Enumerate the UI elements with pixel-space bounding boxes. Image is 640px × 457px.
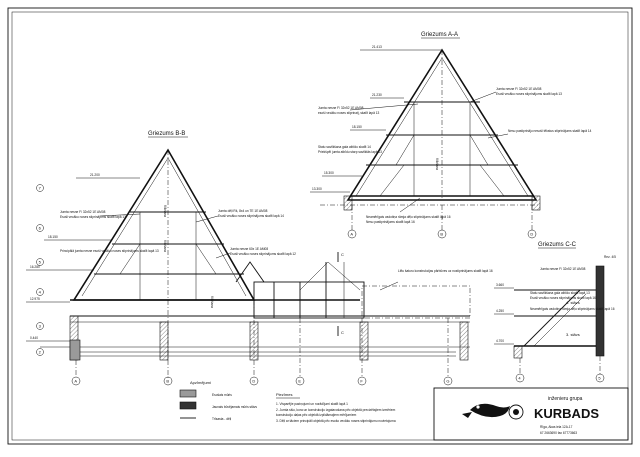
- svg-text:4: 4: [39, 290, 42, 295]
- svg-text:6: 6: [39, 226, 42, 231]
- aa-level-5: 13.300: [312, 187, 322, 191]
- aa-axis-b-label: B: [440, 232, 443, 237]
- section-bb: Griezums B-B: [26, 131, 493, 386]
- remark-line-2: 2. Jumta sišu, kora un konstrukciju izga…: [276, 408, 396, 412]
- aa-axis-a-label: A: [350, 232, 353, 237]
- legend-item-1: Esošais mūris: [212, 393, 232, 397]
- aa-level-4: 15.300: [324, 171, 334, 175]
- bb-level-5: 0.440: [30, 336, 38, 340]
- aa-level-1: 21.413: [372, 45, 382, 49]
- legend-item-3: Trīsasta - dēļi: [212, 417, 231, 421]
- cc-floor-3: 3. stāvs: [566, 332, 580, 337]
- svg-text:3: 3: [39, 324, 42, 329]
- cc-level-2: 3.660: [496, 283, 504, 287]
- section-cc-title: Griezums C-C: [538, 242, 577, 248]
- sheet-inner-border: [11, 11, 629, 441]
- aa-note-6: Nesu pastiprinājums skatīt lapā 16: [366, 220, 415, 224]
- cc-floor-4: 4. stāvs: [566, 300, 580, 305]
- svg-text:2: 2: [39, 350, 42, 355]
- cc-level-4: 4.700: [496, 339, 504, 343]
- bb-cut-marker-c-top: C: [341, 252, 344, 257]
- bb-level-1: 21.200: [90, 173, 100, 177]
- remarks-title: Piezīmes: [276, 392, 292, 397]
- cc-axis-4-label: 4: [518, 376, 521, 381]
- bb-note-6: Jumta nesne 60x 1E AM08: [230, 247, 268, 251]
- company-name: KURBADS: [534, 406, 599, 421]
- aa-level-2: 21.230: [372, 93, 382, 97]
- remark-line-4: 3. Dēļi ar tāciem principāli objektā pēc…: [276, 419, 396, 423]
- aa-note-3: Statu savilkšana gala atbīdu skatīt 14: [318, 145, 371, 149]
- legend-swatch-existing: [179, 389, 197, 398]
- cc-note-2: Statu savilkšana gala atbīdu skatīt lapā…: [530, 291, 590, 295]
- cc-note-4: Neamērīgais vadotiņa rāmja dēļu stiprinā…: [530, 307, 615, 311]
- bb-level-4: 12.975: [30, 297, 40, 301]
- aa-beam-label: Vilkšana: [435, 158, 439, 170]
- bb-axis-b-label: B: [166, 379, 169, 384]
- remarks: Piezīmes 1. Visparējie paziņojumi un nor…: [276, 392, 396, 423]
- section-aa-title: Griezums A-A: [421, 32, 458, 38]
- legend-swatch-new: [179, 401, 197, 410]
- bb-beam-label-3: Vilkšana: [210, 296, 214, 308]
- aa-note-5: Neamērīgais vadotiņa rāmja dēļu stiprinā…: [366, 215, 451, 219]
- bb-beam-label-2: Vilkšana: [163, 240, 167, 252]
- svg-text:7: 7: [39, 186, 42, 191]
- company-line: inženieru grupa: [548, 396, 583, 402]
- bb-note-4: Jumta dēļi Rš, 8x4 un TE 1E AM08: [218, 209, 268, 213]
- bb-level-2: 18.150: [48, 235, 58, 239]
- aa-note-9: Nesu pastiprināju nesoši tēkstus stiprin…: [508, 129, 592, 133]
- cc-wall: [595, 265, 605, 357]
- company-address: Rīga, Akas iela 12A-17: [540, 425, 573, 429]
- bb-note-5: Esoši vecāku noses stiprinājums skatīt l…: [218, 214, 284, 218]
- section-cc: Griezums C-C 4 5 Rez. 4/5 3.660 4.250 4.…: [494, 242, 616, 383]
- aa-note-7: Jumta nesne F/ 32x52 1E AM08: [496, 87, 542, 91]
- bb-axis-e-label: E: [298, 379, 301, 384]
- bb-axis-a-label: A: [74, 379, 77, 384]
- aa-axis-d-label: D: [530, 232, 533, 237]
- remark-line-1: 1. Visparējie paziņojumi un norādījumi s…: [276, 402, 348, 406]
- bb-axis-d-label: D: [252, 379, 255, 384]
- aa-note-2: esoši vecāku noses stiprinatj, skatīt la…: [318, 111, 380, 115]
- section-aa: Griezums A-A A B D: [310, 32, 592, 239]
- title-block-frame: [433, 387, 629, 441]
- bb-note-2: Esoši vecāku noses stiprinājums skatīt l…: [60, 215, 126, 219]
- bb-beam-label-1: Vilkšana: [163, 205, 167, 217]
- cc-axis-5-label: 5: [598, 376, 601, 381]
- aa-note-1: Jumta nesne F/ 32x52 1E AM08: [318, 106, 364, 110]
- svg-text:5: 5: [39, 260, 42, 265]
- aa-note-4: Priekšpēl jumta atbīdu starp savilktās l…: [318, 150, 382, 154]
- aa-note-8: Esoši vecāku noses stiprinājums skatīt l…: [496, 92, 562, 96]
- bb-note-8: Liftu šaturu konstrukcijas pārbūves uz n…: [398, 269, 493, 273]
- bb-side-marks: 7 6 5 4 3 2: [36, 184, 44, 356]
- bb-axis-f-label: F: [360, 379, 363, 384]
- cc-level-1: Rez. 4/5: [604, 255, 616, 259]
- company-contacts: 67 2663690 fax 67773663: [540, 431, 577, 435]
- bb-level-3: 16.280: [30, 265, 40, 269]
- title-block: inženieru grupa KURBADS Rīga, Akas iela …: [433, 387, 629, 441]
- section-aa-roof: [346, 48, 538, 201]
- remark-line-3: konstrukciju daļas pēc objektā izpildāma…: [276, 413, 357, 417]
- legend: Apzīmējumi Esošais mūris Jaunais būvējam…: [179, 380, 257, 421]
- legend-title: Apzīmējumi: [190, 380, 211, 385]
- section-bb-roof: [72, 148, 256, 301]
- sheet-border: [7, 7, 633, 445]
- kurbads-logo-icon: [462, 403, 524, 420]
- cc-note-3: Esoši vecāku noses stiprinājums skatīt l…: [530, 296, 596, 300]
- cc-level-3: 4.250: [496, 309, 504, 313]
- legend-item-2: Jaunais būvējamais mūris stāvs: [212, 405, 257, 409]
- bb-axis-g-label: G: [446, 379, 449, 384]
- bb-note-1: Jumta nesne F/ 32x52 1E AM08: [60, 210, 106, 214]
- cc-rafter: [523, 289, 581, 347]
- bb-note-7: Esoši vecāku noses stiprinājums skatīt l…: [230, 252, 296, 256]
- section-bb-ground: [80, 351, 456, 357]
- section-bb-title: Griezums B-B: [148, 131, 185, 137]
- bb-cut-marker-c-bottom: C: [341, 330, 344, 335]
- bb-note-3: Principālā jumta nesne esoši vecāku nose…: [60, 249, 159, 253]
- aa-level-3: 18.150: [352, 125, 362, 129]
- cc-note-1: Jumta nesne F/ 32x52 1E AM08: [540, 267, 586, 271]
